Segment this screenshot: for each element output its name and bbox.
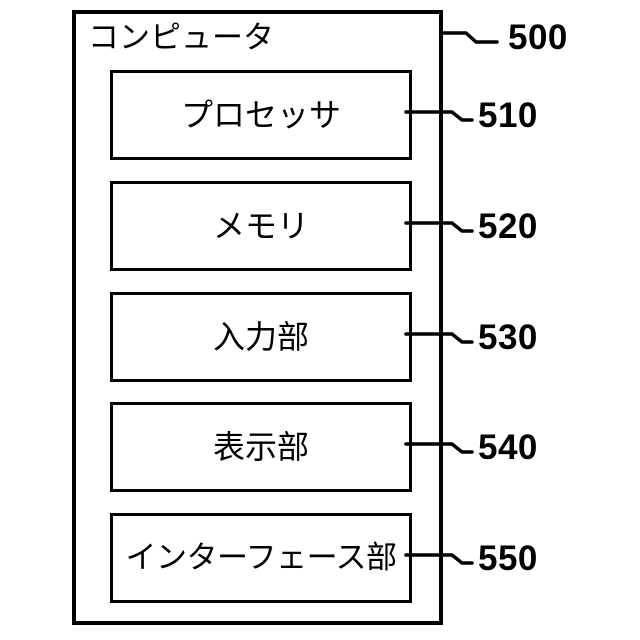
component-label-interface-unit: インターフェース部 <box>125 540 397 575</box>
component-label-processor: プロセッサ <box>180 97 341 133</box>
computer-enclosure-title: コンピュータ <box>88 20 274 55</box>
component-box-display-unit: 表示部 <box>110 402 412 492</box>
component-box-processor: プロセッサ <box>110 70 412 160</box>
reference-numeral-540: 540 <box>478 428 538 467</box>
component-label-memory: メモリ <box>212 208 309 244</box>
reference-numeral-530: 530 <box>478 318 538 357</box>
leader-line-520 <box>404 221 474 233</box>
reference-numeral-510: 510 <box>478 96 538 135</box>
leader-line-540 <box>404 442 474 454</box>
leader-line-550 <box>404 553 474 565</box>
component-label-input-unit: 入力部 <box>212 319 309 355</box>
reference-numeral-500: 500 <box>508 18 568 57</box>
component-box-input-unit: 入力部 <box>110 292 412 382</box>
reference-numeral-550: 550 <box>478 539 538 578</box>
leader-line-500 <box>439 31 499 44</box>
reference-numeral-520: 520 <box>478 207 538 246</box>
component-box-interface-unit: インターフェース部 <box>110 513 412 603</box>
component-label-display-unit: 表示部 <box>212 429 309 465</box>
leader-line-510 <box>404 110 474 122</box>
component-box-memory: メモリ <box>110 181 412 271</box>
computer-enclosure-box <box>72 10 443 625</box>
leader-line-530 <box>404 332 474 344</box>
